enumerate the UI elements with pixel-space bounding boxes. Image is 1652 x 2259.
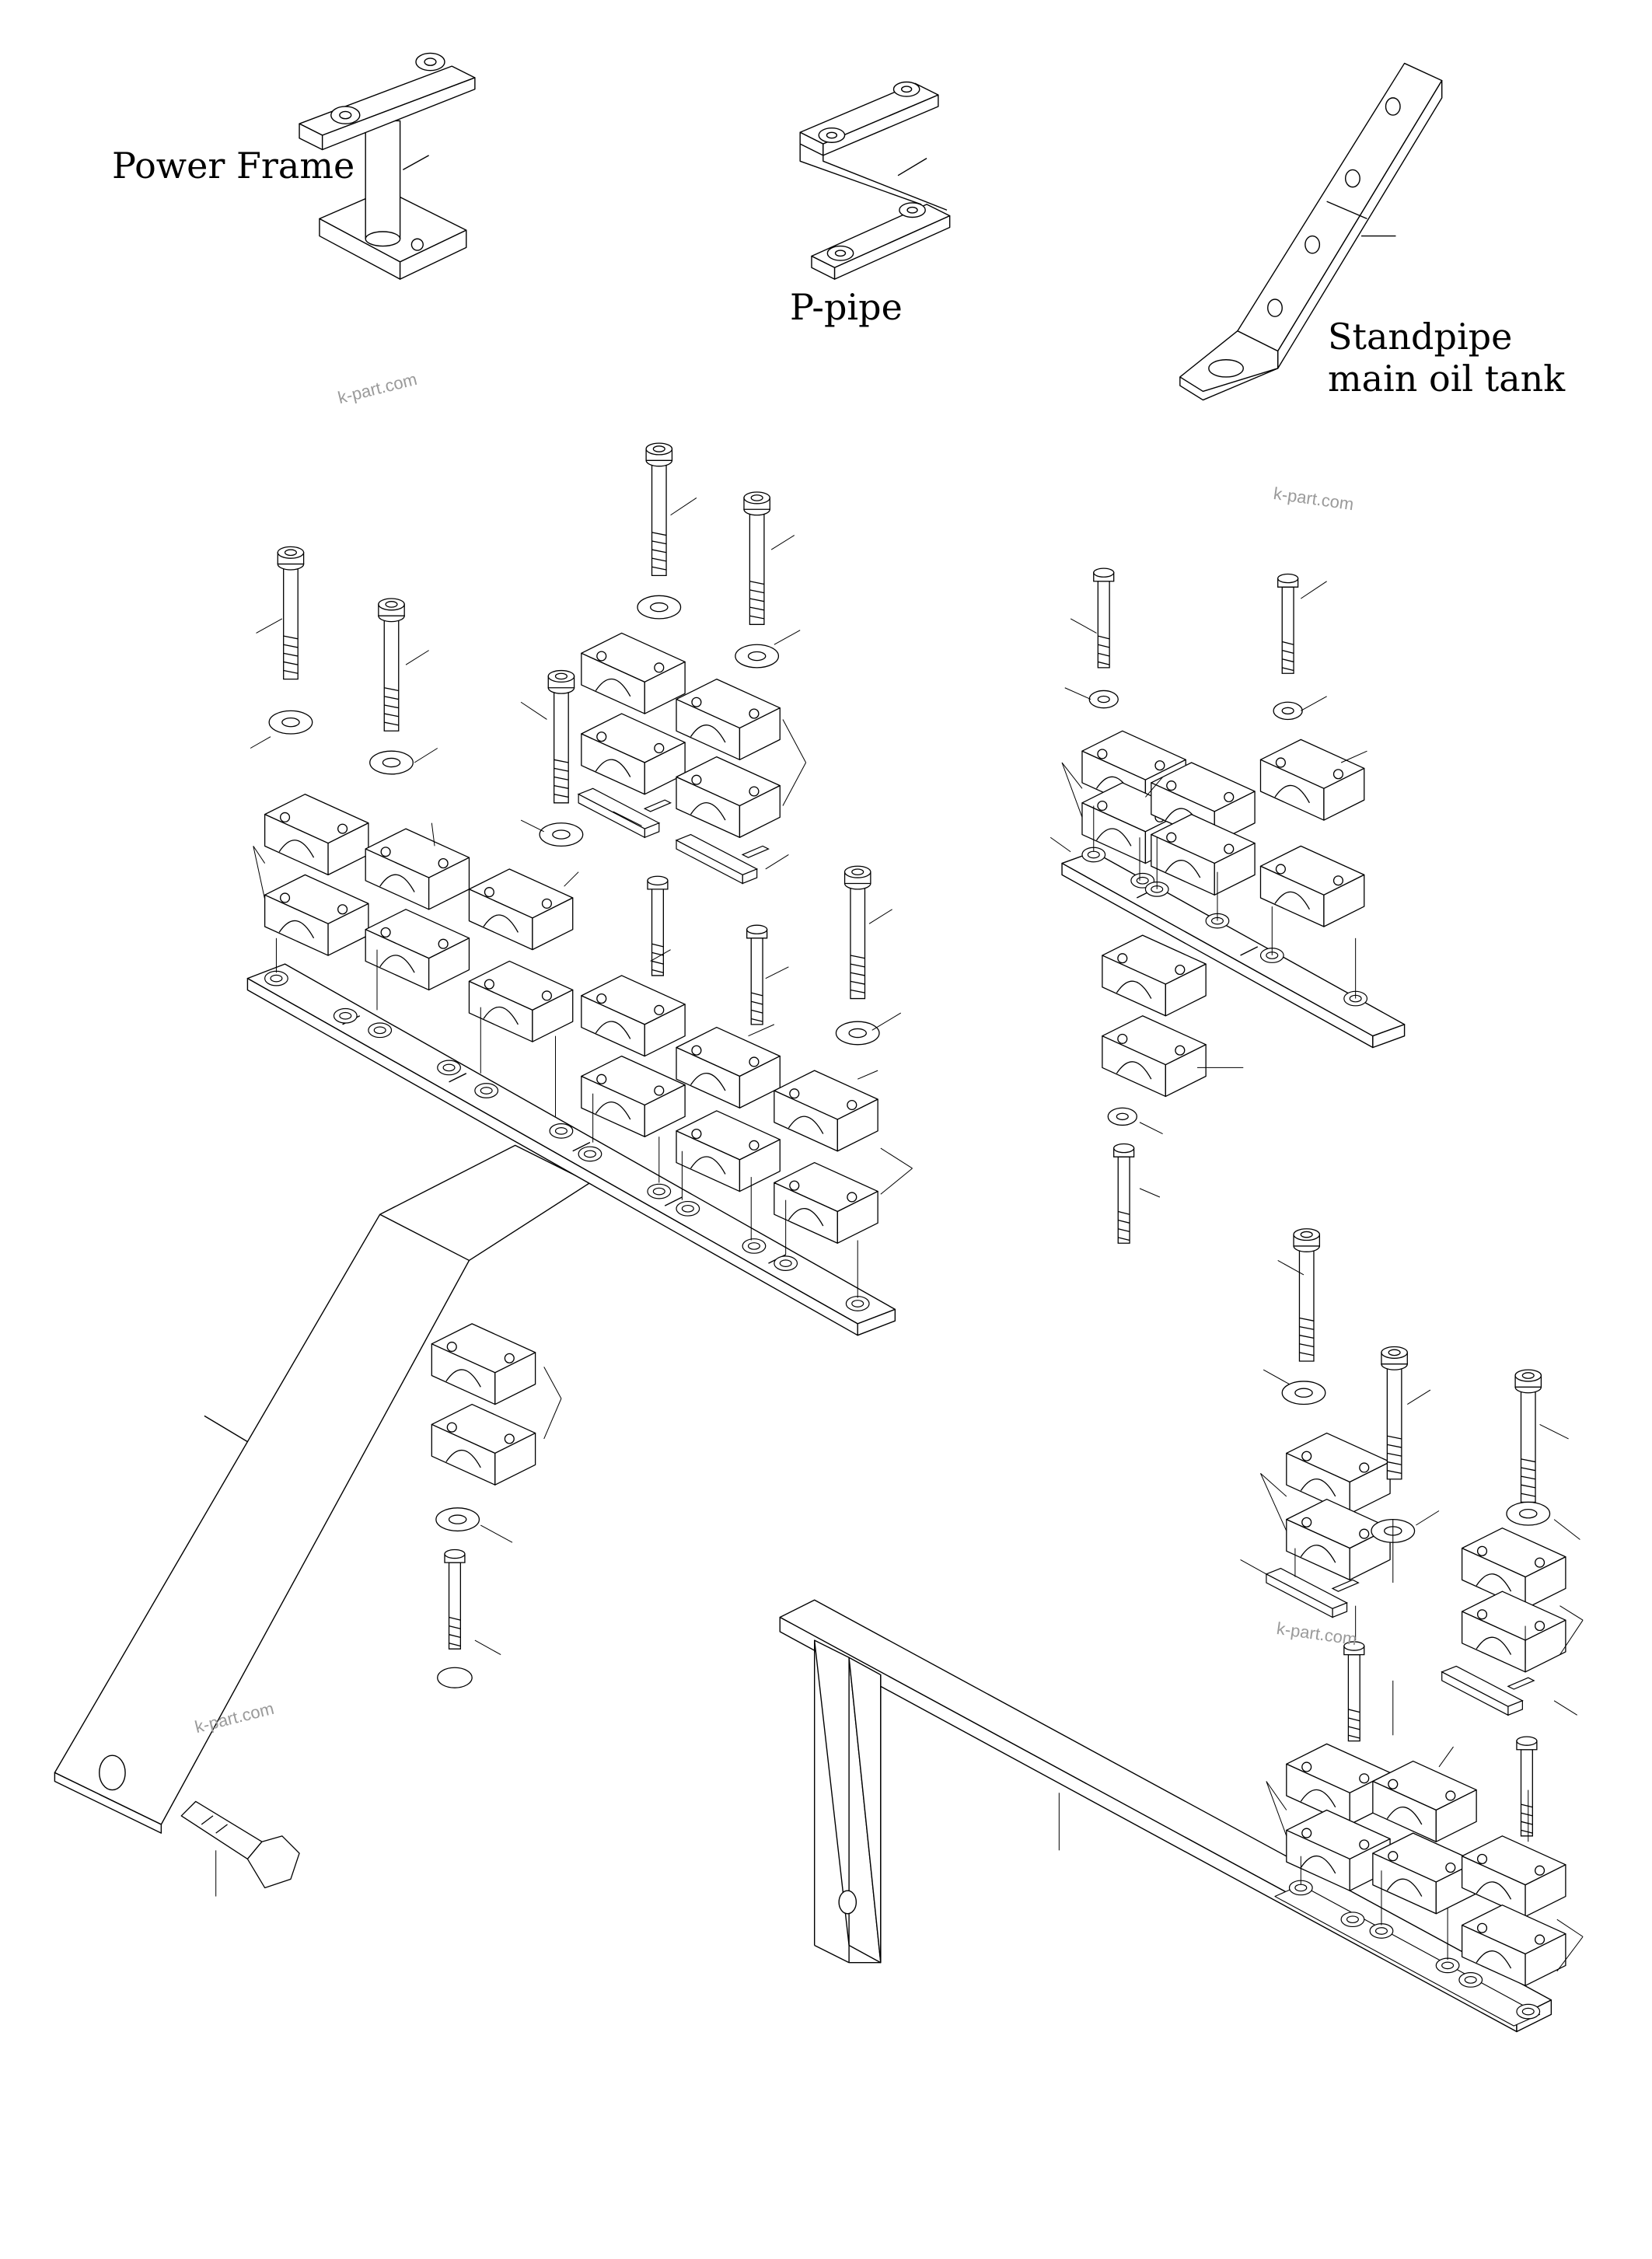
power-frame-label: Power Frame [112, 145, 355, 187]
power-frame-part [299, 53, 475, 279]
standpipe-label-line2: main oil tank [1328, 358, 1566, 400]
main-rail-bolts [267, 442, 881, 1046]
right-top-leaders [1050, 581, 1367, 1197]
p-pipe-part [800, 82, 949, 280]
main-rail [247, 964, 895, 1335]
main-arm-bracket [54, 1145, 590, 1833]
pivot-hex-bolt [181, 1801, 299, 1896]
lower-right-leaders [1241, 1260, 1584, 1971]
right-top-rail [1062, 852, 1405, 1048]
lower-clamp-set [431, 1322, 561, 1688]
standpipe-part [1180, 63, 1442, 400]
main-rail-leaders [250, 498, 912, 1297]
standpipe-label-line1: Standpipe [1328, 316, 1513, 358]
p-pipe-label: P-pipe [790, 286, 903, 328]
